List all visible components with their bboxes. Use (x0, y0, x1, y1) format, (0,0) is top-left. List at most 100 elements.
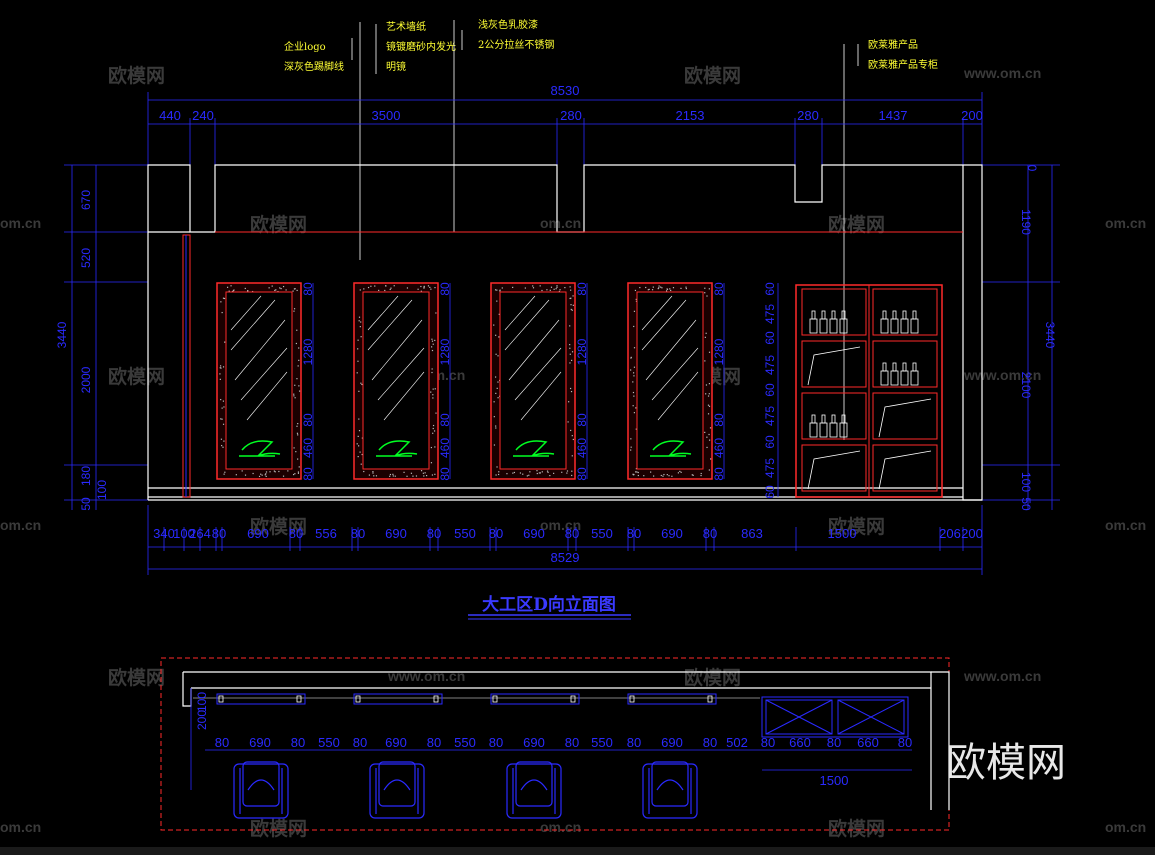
panel-dim: 80 (575, 413, 589, 427)
shelf-cell (802, 341, 866, 387)
dim-bottom: 80 (703, 526, 717, 541)
plan-panel (354, 694, 442, 704)
plan-dim: 80 (898, 735, 912, 750)
chair-icon (507, 762, 561, 818)
panel-dim: 80 (438, 413, 452, 427)
shelf-dim: 475 (763, 458, 777, 478)
product-shelf: 6047560475604756047560 (763, 282, 942, 499)
shelf-dim: 60 (763, 331, 777, 345)
watermark-text: 欧模网 (828, 213, 885, 236)
dim-right: 0 (1025, 165, 1039, 172)
shelf-dim: 60 (763, 485, 777, 499)
left-column (183, 235, 190, 497)
mirror-panel (628, 283, 724, 479)
dim-top: 200 (961, 108, 983, 123)
chair-icon (370, 762, 424, 818)
shelf-cell (802, 445, 866, 491)
panel-dim: 1280 (301, 338, 315, 365)
panel-dim: 460 (575, 438, 589, 458)
dim-bottom: 690 (247, 526, 269, 541)
dim-left: 180 (79, 466, 93, 486)
dim-bottom: 80 (565, 526, 579, 541)
plan-dim: 80 (761, 735, 775, 750)
watermark-url: www.om.cn (387, 668, 465, 684)
note-art-wallpaper: 艺术墙纸 (386, 20, 426, 33)
plan-panel (491, 694, 579, 704)
dim-left: 3440 (55, 321, 69, 348)
shelf-cell (802, 289, 866, 335)
watermark-text: 欧模网 (108, 64, 165, 87)
shelf-dim: 60 (763, 383, 777, 397)
panel-dim: 80 (575, 467, 589, 481)
note-steel: 2公分拉丝不锈钢 (478, 38, 554, 51)
dim-top: 1437 (879, 108, 908, 123)
watermark-text: 欧模网 (250, 213, 307, 236)
watermark-url: om.cn (1105, 819, 1146, 835)
plan-dim: 80 (489, 735, 503, 750)
dim-left: 2000 (79, 366, 93, 393)
mirror-panels: 8012808046080801280804608080128080460808… (217, 282, 726, 481)
panel-dim: 80 (438, 282, 452, 296)
note-dark-grey: 深灰色踢脚线 (284, 60, 344, 73)
plan-dimension-row: 8069080550806908055080690805508069080502… (215, 735, 912, 750)
dim-bottom: 200 (961, 526, 983, 541)
dim-bottom: 690 (661, 526, 683, 541)
plan-dim: 80 (427, 735, 441, 750)
note-product: 欧莱雅产品 (868, 38, 918, 51)
dim-right: 2100 (1019, 372, 1033, 399)
mirror-panel (217, 283, 313, 479)
panel-dim: 460 (301, 438, 315, 458)
plan-dim: 80 (703, 735, 717, 750)
mirror-panel (354, 283, 450, 479)
plan-dim: 690 (385, 735, 407, 750)
watermark-text: 欧模网 (250, 817, 307, 840)
dim-left: 670 (79, 190, 93, 210)
plan-dim: 690 (523, 735, 545, 750)
plan-panel (628, 694, 716, 704)
note-light-grey: 浅灰色乳胶漆 (478, 18, 538, 31)
plan-dim: 550 (591, 735, 613, 750)
dim-total-bottom: 8529 (551, 550, 580, 565)
shelf-dim: 60 (763, 435, 777, 449)
plan-dim-left: 100 (195, 692, 209, 712)
dim-right: 50 (1019, 497, 1033, 511)
plan-dim: 502 (726, 735, 748, 750)
watermark-url: om.cn (1105, 215, 1146, 231)
plan-view: 200 100 80690805508069080550806908055080… (161, 658, 949, 830)
plan-dim: 80 (291, 735, 305, 750)
plan-dim: 80 (353, 735, 367, 750)
shelf-dim: 475 (763, 355, 777, 375)
plan-panel (217, 694, 305, 704)
panel-dim: 1280 (712, 338, 726, 365)
panel-dim: 80 (301, 413, 315, 427)
dim-left: 50 (79, 497, 93, 511)
plan-dim: 690 (661, 735, 683, 750)
shelf-cell (873, 445, 937, 491)
note-mirror-glass: 镜镀磨砂内发光 (386, 40, 456, 53)
shelf-cell (873, 289, 937, 335)
dim-bottom: 206 (939, 526, 961, 541)
shelf-cell (802, 393, 866, 439)
dim-top: 280 (797, 108, 819, 123)
dim-bottom: 80 (212, 526, 226, 541)
watermark-url: om.cn (1105, 517, 1146, 533)
dim-right: 3440 (1043, 322, 1057, 349)
plan-dim: 80 (215, 735, 229, 750)
display-crates (762, 697, 908, 737)
dim-top: 280 (560, 108, 582, 123)
plan-dim-total: 1500 (820, 773, 849, 788)
status-bar (0, 847, 1155, 855)
shelf-dim: 475 (763, 406, 777, 426)
dim-left: 100 (95, 480, 109, 500)
shelf-cell (873, 393, 937, 439)
dim-top: 240 (192, 108, 214, 123)
dim-bottom: 1500 (828, 526, 857, 541)
dim-bottom: 80 (289, 526, 303, 541)
panel-dim: 1280 (575, 338, 589, 365)
chair-icon (643, 762, 697, 818)
panel-dim: 80 (712, 282, 726, 296)
brand-watermark: 欧模网 (946, 740, 1066, 786)
dim-total-top: 8530 (551, 83, 580, 98)
watermark-text: 欧模网 (828, 817, 885, 840)
